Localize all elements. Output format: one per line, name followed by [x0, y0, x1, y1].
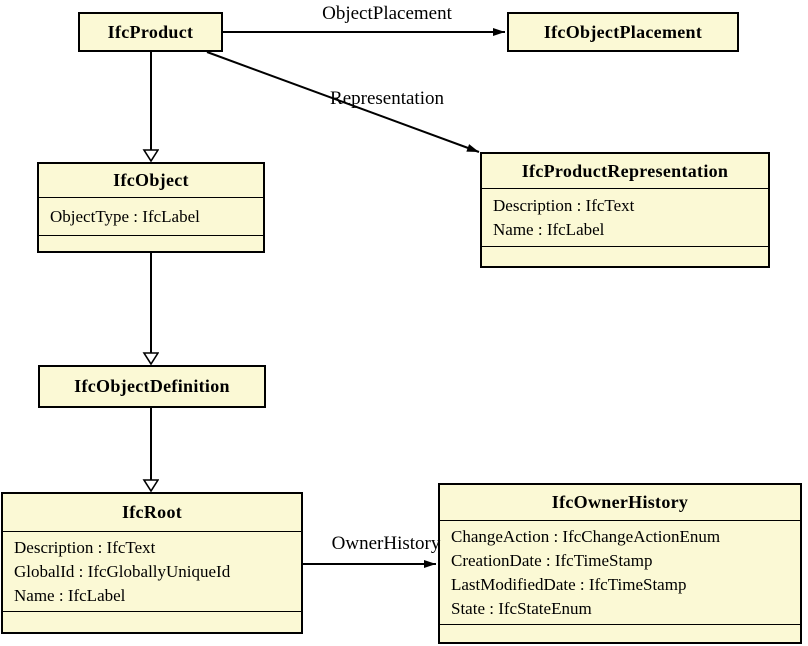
class-ifcobjectdefinition-name: IfcObjectDefinition [74, 376, 230, 396]
attribute: LastModifiedDate : IfcTimeStamp [451, 574, 687, 594]
class-ifcobject-attributes: ObjectType : IfcLabel [39, 198, 263, 236]
class-ifcroot-attributes: Description : IfcText GlobalId : IfcGlob… [3, 532, 301, 612]
class-ifcownerhistory-name: IfcOwnerHistory [440, 485, 800, 521]
edge-label-ownerhistory: OwnerHistory [331, 533, 441, 554]
class-ifcobjectdefinition: IfcObjectDefinition [38, 365, 266, 408]
class-ifcproductrepresentation-attributes: Description : IfcText Name : IfcLabel [482, 189, 768, 247]
attribute: ObjectType : IfcLabel [50, 206, 200, 226]
class-ifcobject-footer-empty [39, 236, 263, 251]
class-ifcproduct-name: IfcProduct [107, 21, 194, 42]
class-ifcroot-name: IfcRoot [3, 494, 301, 532]
attribute: CreationDate : IfcTimeStamp [451, 550, 653, 570]
edge-label-representation: Representation [330, 88, 444, 109]
class-ifcproduct: IfcProduct [78, 12, 223, 52]
attribute: ChangeAction : IfcChangeActionEnum [451, 526, 721, 546]
attribute: Description : IfcText [493, 195, 635, 215]
attribute: State : IfcStateEnum [451, 598, 592, 618]
class-ifcownerhistory: IfcOwnerHistory ChangeAction : IfcChange… [438, 483, 802, 644]
class-ifcroot: IfcRoot Description : IfcText GlobalId :… [1, 492, 303, 634]
class-ifcobject-name: IfcObject [39, 164, 263, 198]
edge-label-objectplacement: ObjectPlacement [322, 3, 452, 24]
class-ifcproductrepresentation-name: IfcProductRepresentation [482, 154, 768, 189]
class-ifcroot-footer-empty [3, 612, 301, 632]
attribute: GlobalId : IfcGloballyUniqueId [14, 561, 231, 581]
attribute: Name : IfcLabel [493, 219, 605, 239]
class-ifcobjectplacement-name: IfcObjectPlacement [543, 21, 703, 42]
attribute: Description : IfcText [14, 537, 156, 557]
class-ifcobjectplacement: IfcObjectPlacement [507, 12, 739, 52]
class-ifcproductrepresentation-footer-empty [482, 247, 768, 266]
class-ifcownerhistory-attributes: ChangeAction : IfcChangeActionEnum Creat… [440, 521, 800, 625]
class-ifcownerhistory-footer-empty [440, 625, 800, 642]
class-ifcobject: IfcObject ObjectType : IfcLabel [37, 162, 265, 253]
attribute: Name : IfcLabel [14, 585, 126, 605]
class-ifcproductrepresentation: IfcProductRepresentation Description : I… [480, 152, 770, 268]
